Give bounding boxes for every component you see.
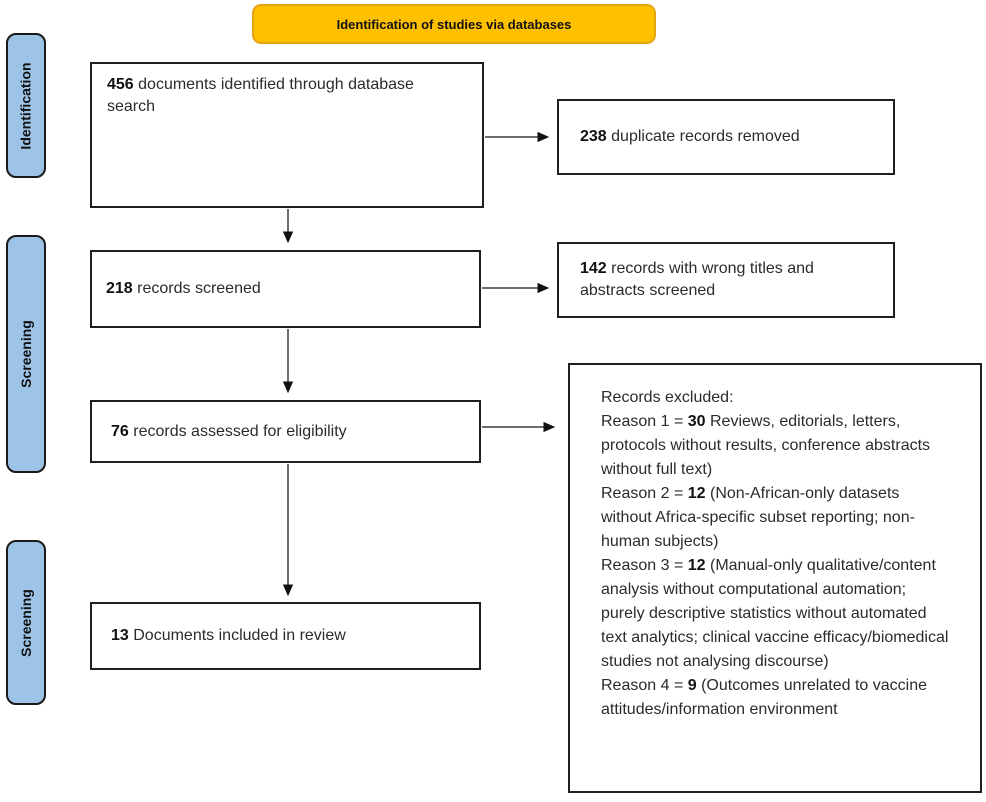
count-screened: 218 [106, 280, 133, 297]
excluded-title: Records excluded: [601, 389, 734, 406]
reason-prefix: Reason 2 = [601, 485, 684, 502]
stage-label-text: Screening [18, 320, 35, 388]
diagram-title-banner: Identification of studies via databases [252, 4, 656, 44]
reason-text: (Outcomes unrelated to vaccine attitudes… [601, 677, 927, 718]
count-duplicates: 238 [580, 128, 607, 145]
count-assessed: 76 [111, 422, 129, 440]
reason-text: Reviews, editorials, letters, protocols … [601, 413, 931, 478]
label-screened: records screened [137, 280, 261, 297]
box-text: 238 duplicate records removed [580, 126, 800, 148]
box-text: 142 records with wrong titles and abstra… [580, 258, 879, 302]
reason-count: 12 [687, 557, 706, 574]
box-wrong-titles-removed: 142 records with wrong titles and abstra… [557, 242, 895, 318]
reason-count: 12 [687, 485, 706, 502]
stage-label-screening-1: Screening [6, 235, 46, 473]
stage-label-text: Identification [18, 61, 34, 150]
box-records-assessed: 76 records assessed for eligibility [90, 400, 481, 463]
label-identified: documents identified through database se… [107, 76, 414, 115]
diagram-title: Identification of studies via databases [336, 16, 572, 32]
stage-label-text: Screening [18, 588, 35, 657]
reason-count: 9 [687, 677, 697, 694]
label-wrong-titles: records with wrong titles and abstracts … [580, 260, 814, 299]
excluded-reason-2: Reason 2 = 12 (Non-African-only datasets… [601, 482, 954, 554]
label-included: Documents included in review [133, 627, 346, 644]
box-text: 76 records assessed for eligibility [111, 421, 347, 443]
reason-prefix: Reason 3 = [601, 557, 684, 574]
count-included: 13 [111, 627, 129, 644]
box-text: 13 Documents included in review [111, 625, 346, 647]
reason-prefix: Reason 1 = [601, 413, 684, 430]
excluded-reason-1: Reason 1 = 30 Reviews, editorials, lette… [601, 410, 954, 482]
reason-count: 30 [687, 413, 706, 430]
stage-label-screening-2: Screening [6, 540, 46, 705]
reason-prefix: Reason 4 = [601, 677, 684, 694]
box-records-excluded: Records excluded: Reason 1 = 30 Reviews,… [568, 363, 982, 793]
box-records-screened: 218 records screened [90, 250, 481, 328]
count-wrong-titles: 142 [580, 260, 607, 277]
reason-text: (Non-African-only datasets without Afric… [601, 485, 915, 550]
box-records-identified: 456 documents identified through databas… [90, 62, 484, 208]
excluded-reason-4: Reason 4 = 9 (Outcomes unrelated to vacc… [601, 674, 954, 722]
box-text: 218 records screened [106, 278, 261, 300]
stage-label-identification: Identification [6, 33, 46, 178]
count-identified: 456 [107, 76, 134, 93]
label-assessed: records assessed for eligibility [133, 422, 347, 440]
label-duplicates: duplicate records removed [611, 128, 800, 145]
excluded-reason-3: Reason 3 = 12 (Manual-only qualitative/c… [601, 554, 954, 674]
reason-text: (Manual-only qualitative/content analysi… [601, 557, 949, 670]
box-documents-included: 13 Documents included in review [90, 602, 481, 670]
box-duplicates-removed: 238 duplicate records removed [557, 99, 895, 175]
